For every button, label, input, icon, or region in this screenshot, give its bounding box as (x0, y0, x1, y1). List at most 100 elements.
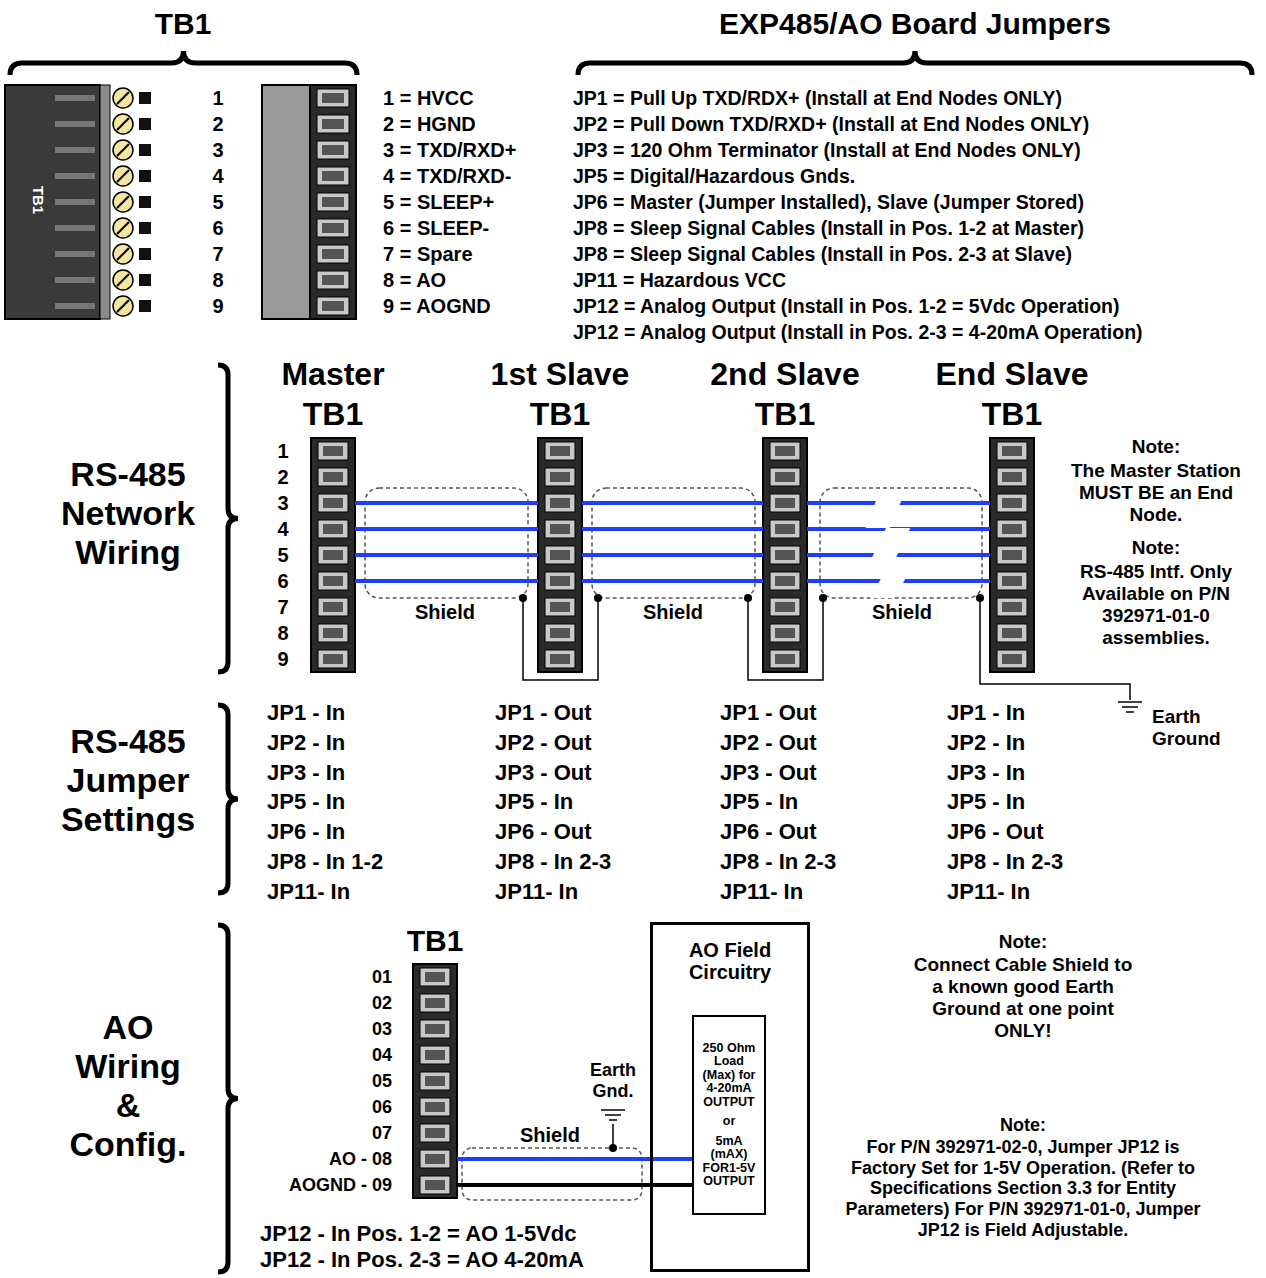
diagram-label: 07 (372, 1123, 392, 1144)
diagram-label: 7 (212, 243, 223, 266)
connector-slot (55, 303, 95, 309)
signal-wire (355, 579, 538, 583)
diagram-label: 7 = Spare (383, 243, 473, 266)
diagram-label: JP5 = Digital/Hazardous Gnds. (573, 165, 855, 187)
diagram-label: JP8 - In 1-2 (267, 849, 383, 874)
screw-slot (117, 222, 129, 234)
terminal-pin-hole (775, 576, 795, 586)
terminal-screw (113, 218, 133, 238)
diagram-label: JP6 - In (267, 819, 345, 844)
terminal-pin (770, 442, 800, 460)
connector-pin (139, 118, 151, 130)
diagram-label: AOGND - 09 (289, 1175, 392, 1196)
terminal-pin (317, 89, 349, 107)
diagram-label: EXP485/AO Board Jumpers (719, 7, 1111, 42)
terminal-pin (997, 572, 1027, 590)
terminal-pin (770, 494, 800, 512)
diagram-label: The Master Station MUST BE an End Node. (1058, 460, 1254, 526)
connector-slot (55, 147, 95, 153)
signal-wire (807, 553, 990, 557)
diagram-label: JP6 - Out (495, 819, 592, 844)
diagram-label: JP6 = Master (Jumper Installed), Slave (… (573, 191, 1084, 213)
connector-pin (139, 196, 151, 208)
cable-shield (462, 1148, 642, 1200)
connector-pin (139, 222, 151, 234)
terminal-pin-hole (550, 628, 570, 638)
terminal-pin-hole (425, 998, 445, 1008)
terminal-pin (770, 468, 800, 486)
diagram-label: JP3 - Out (495, 760, 592, 785)
diagram-label: JP3 - In (267, 760, 345, 785)
diagram-label: JP5 - In (267, 789, 345, 814)
diagram-label: 4 (277, 518, 288, 541)
terminal-block (413, 964, 457, 1198)
diagram-label: 06 (372, 1097, 392, 1118)
terminal-pin (317, 193, 349, 211)
terminal-screw (113, 244, 133, 264)
terminal-pin (420, 1046, 450, 1064)
terminal-pin-hole (1002, 550, 1022, 560)
diagram-label: 2 (212, 113, 223, 136)
diagram-label: 8 (277, 622, 288, 645)
terminal-pin-hole (775, 628, 795, 638)
diagram-label: For P/N 392971-02-0, Jumper JP12 is Fact… (833, 1137, 1213, 1240)
diagram-label: JP8 - In 2-3 (947, 849, 1063, 874)
diagram-label: 5 = SLEEP+ (383, 191, 494, 214)
diagram-label: JP11- In (267, 879, 350, 904)
terminal-pin (420, 1098, 450, 1116)
diagram-label: JP1 - In (947, 700, 1025, 725)
screw-slot (117, 170, 129, 182)
signal-wire (582, 527, 763, 531)
junction-dot (744, 594, 752, 602)
terminal-pin-hole (775, 472, 795, 482)
terminal-pin (545, 650, 575, 668)
signal-wire (457, 1183, 692, 1187)
terminal-pin (420, 1072, 450, 1090)
diagram-label: RS-485 Network Wiring (23, 455, 233, 572)
terminal-pin (420, 1176, 450, 1194)
diagram-label: JP2 - Out (495, 730, 592, 755)
terminal-pin (997, 650, 1027, 668)
diagram-label: JP3 = 120 Ohm Terminator (Install at End… (573, 139, 1081, 161)
bracket (10, 51, 357, 75)
diagram-label: 3 (277, 492, 288, 515)
terminal-pin-hole (550, 472, 570, 482)
terminal-pin (997, 546, 1027, 564)
terminal-pin (318, 468, 348, 486)
terminal-pin-hole (322, 223, 344, 233)
diagram-label: JP2 - In (947, 730, 1025, 755)
terminal-block: End SlaveTB1 (990, 438, 1034, 672)
terminal-block (310, 85, 356, 319)
terminal-pin (318, 442, 348, 460)
terminal-pin-hole (323, 602, 343, 612)
terminal-pin (997, 494, 1027, 512)
terminal-pin-hole (550, 602, 570, 612)
diagram-label: Earth Gnd. (577, 1060, 649, 1101)
diagram-label: 1 = HVCC (383, 87, 474, 110)
diagram-label: 6 (277, 570, 288, 593)
diagram-label: 1 (212, 87, 223, 110)
terminal-pin (770, 650, 800, 668)
diagram-label: JP8 - In 2-3 (495, 849, 611, 874)
signal-wire (582, 579, 763, 583)
terminal-pin-hole (775, 602, 795, 612)
diagram-label: 1 (277, 440, 288, 463)
diagram-label: Shield (640, 601, 706, 624)
terminal-pin-hole (1002, 446, 1022, 456)
screw-slot (117, 248, 129, 260)
diagram-label: 6 = SLEEP- (383, 217, 489, 240)
terminal-pin-hole (425, 972, 445, 982)
terminal-pin-hole (775, 550, 795, 560)
terminal-pin (420, 1150, 450, 1168)
terminal-pin (545, 494, 575, 512)
terminal-pin-hole (322, 249, 344, 259)
connector-pin (139, 248, 151, 260)
terminal-block: MasterTB1 (311, 438, 355, 672)
diagram-label: JP6 - Out (947, 819, 1044, 844)
circuit-box: 250 Ohm Load (Max) for 4-20mA OUTPUTor5m… (692, 1015, 766, 1215)
terminal-pin-hole (550, 498, 570, 508)
diagram-label: JP6 - Out (720, 819, 817, 844)
terminal-pin-hole (322, 145, 344, 155)
terminal-pin (317, 245, 349, 263)
